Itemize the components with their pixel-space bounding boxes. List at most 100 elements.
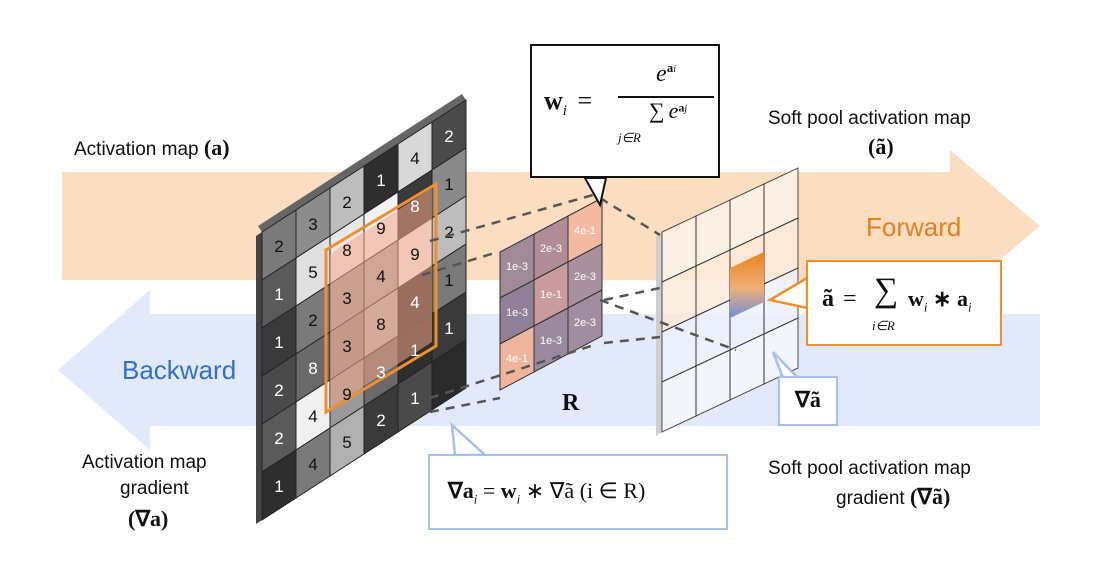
weight-value: 1e-3 — [506, 307, 528, 319]
activation-value: 1 — [376, 171, 385, 190]
activation-value: 1 — [274, 477, 283, 496]
activation-value: 2 — [376, 411, 385, 430]
gradout-box: ∇ã — [778, 376, 838, 426]
grad-label-line1: Activation map — [82, 452, 207, 473]
softpool-sum: ∑ — [874, 272, 899, 309]
weight-value: 1e-3 — [540, 335, 562, 347]
weight-den-exp: e — [668, 98, 679, 123]
softpool-map-label: Soft pool activation map — [768, 108, 971, 129]
activation-value: 1 — [444, 175, 453, 194]
weight-value: 1e-3 — [506, 261, 528, 273]
activation-value: 5 — [342, 433, 351, 452]
weight-num-exp-sub: i — [673, 64, 676, 75]
activation-value: 8 — [342, 241, 351, 260]
activation-cell — [431, 339, 467, 411]
weight-num: e — [656, 61, 667, 87]
gradin-rhs-sub: i — [516, 491, 521, 507]
activation-value: 4 — [308, 455, 317, 474]
activation-value: 2 — [342, 193, 351, 212]
gradin-box: ∇ai = wi ∗ ∇ã (i ∈ R) — [428, 454, 728, 530]
activation-value: 2 — [274, 381, 283, 400]
activation-value: 1 — [274, 333, 283, 352]
activation-value: 3 — [376, 363, 385, 382]
weight-value: 2e-3 — [540, 243, 562, 255]
projection-lines — [421, 193, 737, 414]
weight-den-sum: ∑ — [648, 98, 665, 123]
activation-value: 1 — [410, 341, 419, 360]
activation-value: 1 — [444, 319, 453, 338]
softpool-map-symbol: (ã) — [868, 134, 894, 159]
activation-value: 4 — [410, 293, 419, 312]
gradin-lhs-sub: i — [473, 491, 478, 507]
activation-value: 2 — [444, 127, 453, 146]
weight-cell — [567, 289, 603, 355]
softpool-rhs-tail: ∗ a — [927, 286, 968, 311]
weight-value: 4e-1 — [574, 225, 596, 237]
activation-value: 1 — [410, 389, 419, 408]
weight-value: 1e-1 — [540, 289, 562, 301]
activation-value: 4 — [410, 149, 419, 168]
output-map-edge — [656, 232, 662, 436]
region-outline — [324, 181, 438, 415]
activation-map: 2 3 2 1 4 2 1 5 8 9 8 1 1 2 3 4 9 2 2 8 3 8 4 1 2 4 9 3 1 1 1 4 5 2 1 — [256, 94, 467, 524]
activation-value: 5 — [308, 263, 317, 282]
weights-map: 1e-3 2e-3 4e-1 1e-3 1e-1 2e-3 4e-1 1e-3 2e-3 — [499, 197, 603, 391]
activation-value: 8 — [376, 315, 385, 334]
activation-value: 2 — [274, 429, 283, 448]
activation-value: 2 — [274, 237, 283, 256]
softpool-lhs: ã — [822, 286, 834, 312]
weight-den-exp-a: a — [678, 100, 685, 115]
region-label: R — [562, 390, 580, 416]
grad-label-line2: gradient — [120, 478, 189, 499]
softpool-rhs: w — [908, 286, 924, 311]
weight-den-exp-sub: j — [684, 103, 688, 115]
activation-value: 2 — [444, 223, 453, 242]
weight-fraction-bar — [618, 96, 714, 98]
gradin-callout-tail — [450, 421, 489, 457]
activation-value: 3 — [342, 337, 351, 356]
gradin-rhs-tail: ∗ ∇ã (i ∈ R) — [520, 478, 646, 503]
weight-den-under: j∈R — [618, 130, 641, 145]
forward-label: Forward — [866, 212, 962, 242]
activation-map-edge — [256, 232, 262, 524]
softpool-rhs-tail-sub: i — [967, 299, 972, 315]
activation-map-top-edge — [258, 94, 466, 232]
sp-grad-label-line1: Soft pool activation map — [768, 458, 971, 479]
output-highlight-cell — [730, 252, 764, 318]
softpool-eq: = — [843, 286, 857, 312]
activation-value: 4 — [376, 267, 385, 286]
activation-value: 2 — [308, 311, 317, 330]
weight-eq: = — [577, 86, 593, 115]
activation-value: 4 — [308, 407, 317, 426]
activation-value: 3 — [308, 215, 317, 234]
sp-grad-symbol: (∇ã) — [909, 484, 951, 509]
weight-sub: i — [562, 103, 567, 120]
activation-map-symbol: (a) — [203, 135, 230, 160]
gradout-text: ∇ã — [795, 387, 821, 412]
region-highlight — [330, 188, 432, 408]
activation-value: 9 — [410, 245, 419, 264]
weight-num-exp: a — [666, 60, 674, 75]
activation-value: 9 — [376, 219, 385, 238]
gradin-rhs: w — [500, 478, 517, 503]
activation-value: 8 — [308, 359, 317, 378]
backward-label: Backward — [122, 355, 237, 385]
weight-value: 2e-3 — [574, 271, 596, 283]
activation-value: 9 — [342, 385, 351, 404]
activation-value: 1 — [274, 285, 283, 304]
grad-label-symbol: (∇a) — [128, 506, 169, 531]
weight-callout-tail — [583, 177, 608, 208]
sp-grad-label-line2: gradient (∇ã) — [836, 484, 951, 510]
gradin-eq: = — [477, 478, 501, 503]
activation-map-label: Activation map (a) — [74, 135, 230, 161]
activation-value: 8 — [410, 197, 419, 216]
softpool-formula-box: ã = ∑ i∈R wi ∗ ai — [806, 260, 1002, 346]
weight-lhs: w — [544, 86, 563, 115]
softpool-rhs-sub: i — [923, 299, 928, 315]
weight-formula-box: wi = eai ∑eaj j∈R — [530, 44, 720, 178]
activation-value: 3 — [342, 289, 351, 308]
activation-value: 1 — [444, 271, 453, 290]
weight-value: 2e-3 — [574, 317, 596, 329]
softpool-under: i∈R — [872, 318, 895, 333]
weight-value: 4e-1 — [506, 353, 528, 365]
